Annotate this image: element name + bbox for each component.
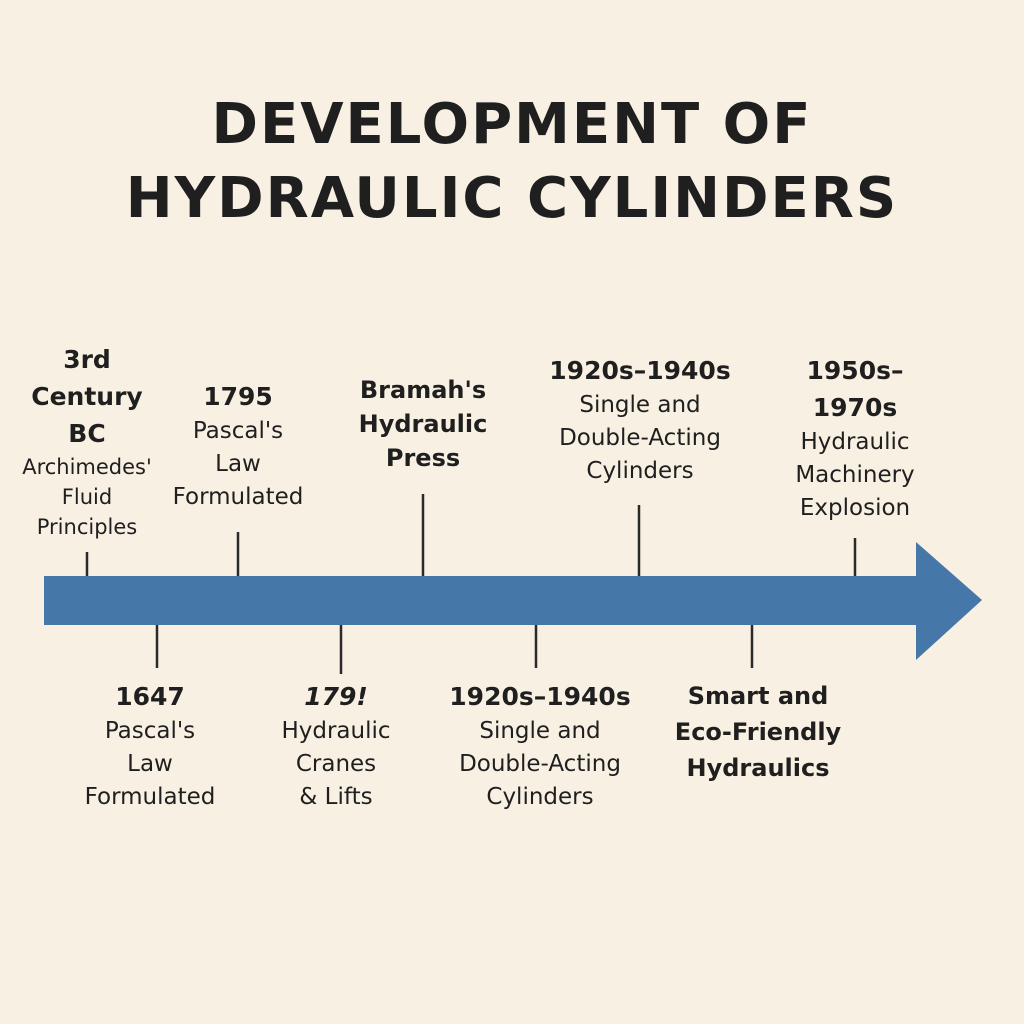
event-label: Single and Double-Acting Cylinders xyxy=(559,392,721,484)
event-cranes-lifts: 179! Hydraulic Cranes & Lifts xyxy=(256,678,416,814)
event-date: 1950s– 1970s xyxy=(806,356,904,422)
event-label: Smart and Eco-Friendly Hydraulics xyxy=(674,682,842,782)
event-pascal-1647: 1647 Pascal's Law Formulated xyxy=(70,678,230,814)
event-label: Archimedes' Fluid Principles xyxy=(22,455,152,539)
event-1920s-above: 1920s–1940s Single and Double-Acting Cyl… xyxy=(530,352,750,488)
arrow-shaft xyxy=(44,576,920,625)
event-label: Hydraulic Cranes & Lifts xyxy=(281,718,391,810)
title-line-2: HYDRAULIC CYLINDERS xyxy=(125,166,899,231)
event-label: Pascal's Law Formulated xyxy=(172,418,304,510)
event-pascal-1795: 1795 Pascal's Law Formulated xyxy=(158,378,318,514)
event-date: 3rd Century BC xyxy=(31,345,143,448)
event-label: Pascal's Law Formulated xyxy=(84,718,216,810)
event-label: Single and Double-Acting Cylinders xyxy=(459,718,621,810)
event-date: 1795 xyxy=(203,382,273,411)
event-1950s: 1950s– 1970s Hydraulic Machinery Explosi… xyxy=(775,352,935,525)
event-1920s-below: 1920s–1940s Single and Double-Acting Cyl… xyxy=(430,678,650,814)
event-label: Bramah's Hydraulic Press xyxy=(358,376,488,472)
title-line-1: DEVELOPMENT OF xyxy=(211,92,813,157)
event-date: 1920s–1940s xyxy=(549,356,731,385)
event-label: Hydraulic Machinery Explosion xyxy=(795,429,915,521)
timeline-arrow xyxy=(44,542,982,660)
event-date: 1920s–1940s xyxy=(449,682,631,711)
event-date: 179! xyxy=(304,682,368,711)
event-date: 1647 xyxy=(115,682,185,711)
tick-marks xyxy=(85,494,857,674)
event-archimedes: 3rd Century BC Archimedes' Fluid Princip… xyxy=(12,341,162,542)
arrow-head xyxy=(916,542,982,660)
event-smart-eco: Smart and Eco-Friendly Hydraulics xyxy=(658,678,858,786)
event-bramah-press: Bramah's Hydraulic Press xyxy=(338,373,508,475)
diagram-title: DEVELOPMENT OF HYDRAULIC CYLINDERS xyxy=(0,88,1024,236)
